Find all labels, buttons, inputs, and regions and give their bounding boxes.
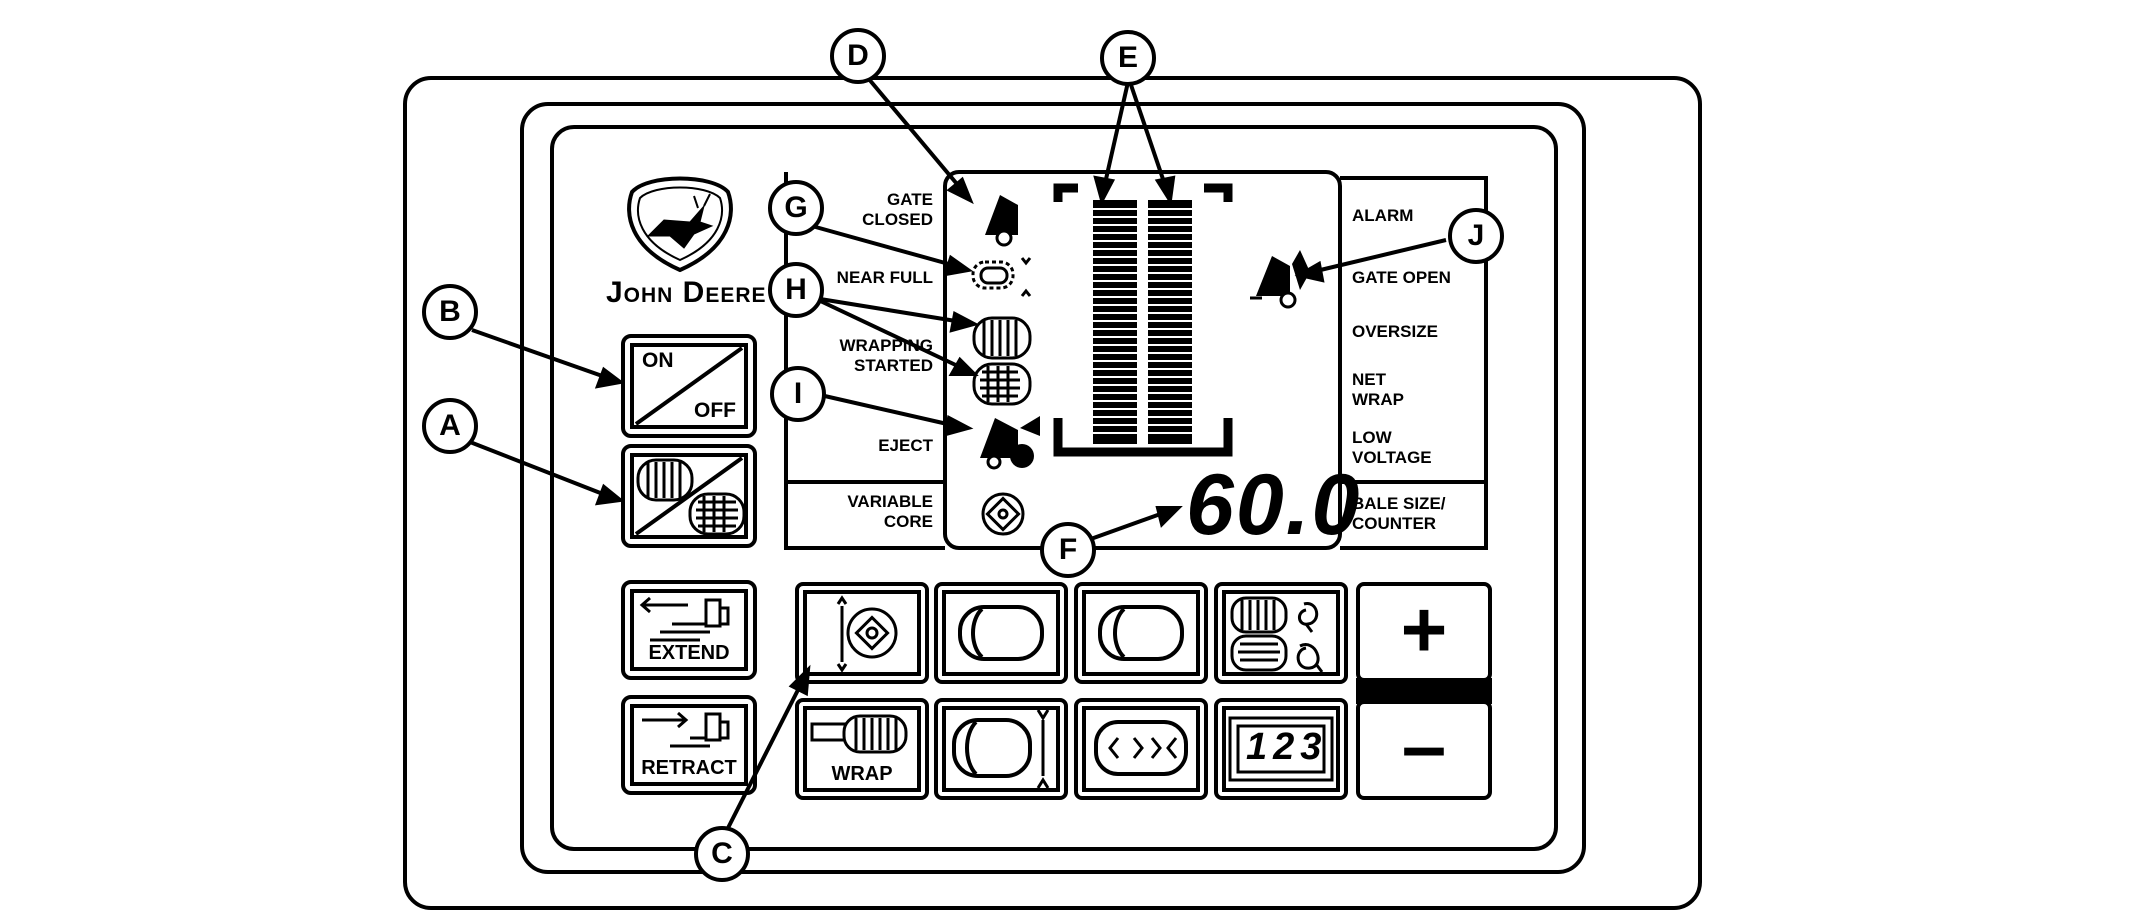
bale-type-button-frame	[621, 444, 757, 548]
callout-b: B	[422, 284, 478, 340]
leader-b	[471, 328, 609, 380]
right-label-panel	[1340, 176, 1488, 550]
bale-shape-button[interactable]	[1084, 592, 1198, 674]
variable-core-button[interactable]	[805, 592, 919, 674]
bale-size-gauge	[1093, 200, 1192, 444]
callout-a: A	[422, 398, 478, 454]
callout-h: H	[768, 262, 824, 318]
callout-g: G	[768, 180, 824, 236]
label-oversize: OVERSIZE	[1352, 322, 1438, 341]
gate-open-icon	[1250, 250, 1310, 309]
gate-closed-icon	[985, 195, 1018, 247]
near-full-button-icon	[952, 709, 1050, 789]
variable-core-button-frame	[795, 582, 929, 684]
plus-button[interactable]: +	[1400, 585, 1448, 674]
john-deere-logo	[627, 176, 733, 273]
bale-diameter-button-frame	[934, 582, 1068, 684]
counter-button-icon	[1228, 716, 1334, 782]
leader-e2	[1128, 81, 1168, 189]
bale-diameter-button[interactable]	[944, 592, 1058, 674]
john-deere-wordmark: John Deere	[606, 276, 767, 309]
bale-size-readout: 60.0	[1186, 457, 1362, 553]
near-full-button[interactable]	[944, 708, 1058, 790]
oversize-button[interactable]	[1084, 708, 1198, 790]
leader-h2	[813, 296, 963, 370]
wrap-count-button-frame	[1214, 582, 1348, 684]
label-wrapping-started: WRAPPING STARTED	[839, 336, 934, 375]
leader-g	[811, 224, 957, 268]
counter-digits: 123	[1246, 726, 1328, 768]
leader-e1	[1102, 81, 1130, 189]
bale-icon-upper	[972, 316, 1032, 360]
retract-button[interactable]: RETRACT	[632, 706, 746, 784]
leader-c	[726, 681, 804, 829]
wrap-button-frame	[795, 698, 929, 800]
callout-i: I	[770, 366, 826, 422]
label-eject: EJECT	[878, 436, 933, 455]
wrap-button-icon	[810, 714, 908, 754]
extend-icon	[639, 596, 730, 642]
wrap-label: WRAP	[831, 763, 893, 785]
bale-type-hard-icon	[636, 458, 694, 502]
retract-button-frame	[621, 695, 757, 795]
leader-f	[1087, 510, 1167, 542]
leader-j	[1311, 238, 1447, 274]
near-full-icon	[971, 257, 1032, 297]
label-net-wrap: NET WRAP	[1352, 370, 1404, 409]
bale-type-soft-icon	[688, 492, 746, 536]
label-gate-open: GATE OPEN	[1352, 268, 1451, 287]
variable-core-icon	[981, 492, 1025, 536]
callout-c: C	[694, 826, 750, 882]
minus-button[interactable]: –	[1401, 701, 1447, 790]
extend-button-frame	[621, 580, 757, 680]
bale-icon-wrapping	[972, 362, 1032, 406]
retract-icon	[642, 711, 730, 748]
on-label: ON	[642, 349, 674, 372]
eject-icon	[980, 416, 1040, 470]
inner-housing	[520, 102, 1586, 874]
label-gate-closed: GATE CLOSED	[862, 190, 933, 229]
label-variable-core: VARIABLE CORE	[847, 492, 933, 531]
near-full-button-frame	[934, 698, 1068, 800]
minus-button-frame	[1356, 700, 1492, 800]
retract-label: RETRACT	[641, 757, 737, 779]
bale-diameter-icon	[958, 605, 1044, 661]
oversize-button-icon	[1094, 720, 1188, 776]
callout-e: E	[1100, 30, 1156, 86]
on-off-button-frame	[621, 334, 757, 438]
bale-shape-button-frame	[1074, 582, 1208, 684]
callout-d: D	[830, 28, 886, 84]
callout-f: F	[1040, 522, 1096, 578]
bale-type-button[interactable]	[632, 455, 746, 537]
label-bale-size-counter: BALE SIZE/ COUNTER	[1352, 494, 1446, 533]
extend-label: EXTEND	[648, 642, 730, 664]
leader-a	[469, 440, 609, 498]
on-off-button[interactable]: ON OFF	[632, 345, 746, 427]
bale-shape-icon	[1098, 605, 1184, 661]
leader-i	[815, 392, 957, 428]
variable-core-button-icon	[836, 595, 898, 673]
label-near-full: NEAR FULL	[836, 268, 933, 287]
counter-button[interactable]: 123	[1224, 708, 1338, 790]
label-low-voltage: LOW VOLTAGE	[1352, 428, 1432, 467]
wrap-count-icon	[1230, 596, 1324, 673]
faceplate	[550, 125, 1558, 851]
label-alarm: ALARM	[1352, 206, 1414, 225]
wrap-button[interactable]: WRAP	[805, 708, 919, 790]
wrap-count-button[interactable]	[1224, 592, 1338, 674]
oversize-button-frame	[1074, 698, 1208, 800]
leader-h1	[813, 296, 963, 324]
counter-button-frame	[1214, 698, 1348, 800]
callout-j: J	[1448, 208, 1504, 264]
outer-housing	[403, 76, 1702, 910]
leader-d	[866, 76, 964, 192]
off-label: OFF	[694, 399, 736, 422]
extend-button[interactable]: EXTEND	[632, 591, 746, 669]
